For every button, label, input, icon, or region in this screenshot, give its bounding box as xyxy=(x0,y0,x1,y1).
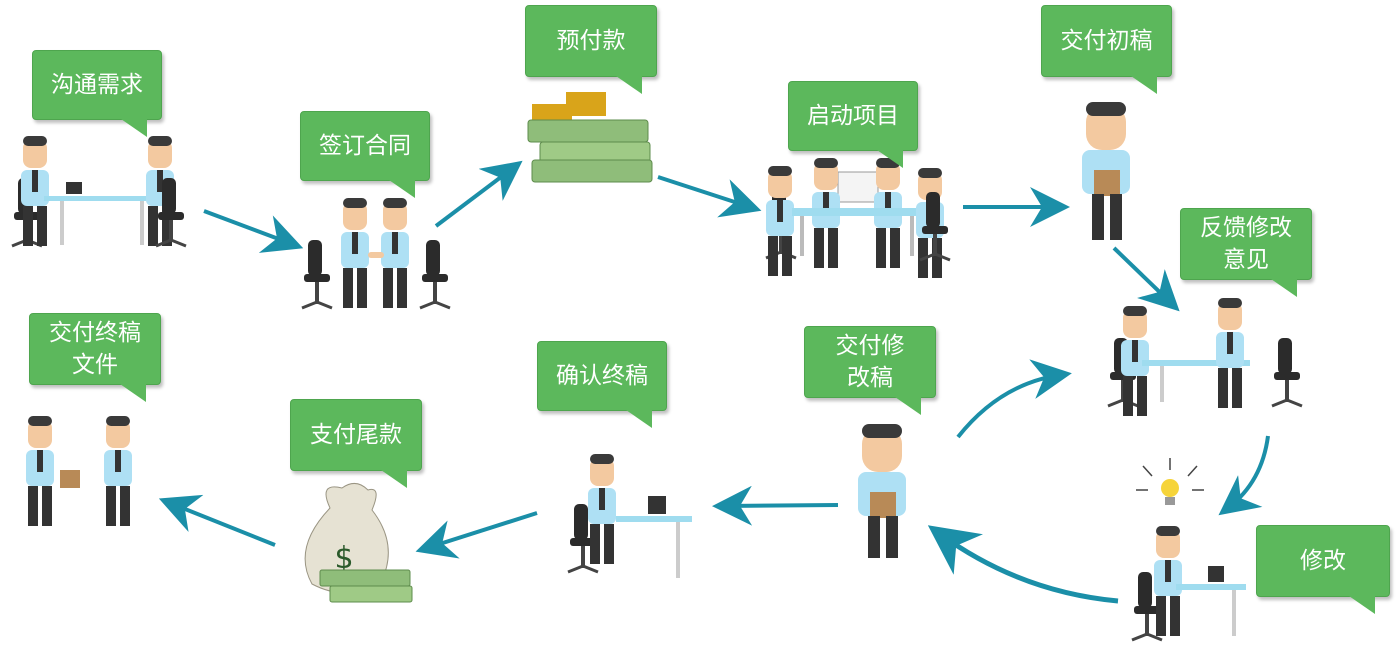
arrow-7-8 xyxy=(927,525,1119,604)
step-label: 确认终稿 xyxy=(556,363,648,389)
lightbulb-icon xyxy=(1136,458,1204,505)
arrow-9-10 xyxy=(415,511,538,559)
scene-confirm-final xyxy=(566,454,692,578)
step-label-line2: 改稿 xyxy=(847,365,893,391)
scene-first-draft-person xyxy=(1082,102,1130,240)
arrow-1-2 xyxy=(203,209,304,253)
scene-handshake xyxy=(300,198,452,310)
step-label-line1: 交付终稿 xyxy=(49,320,141,346)
step-revise: 修改 xyxy=(1256,525,1390,614)
arrow-8-6 xyxy=(956,359,1072,439)
scene-revised-draft-person xyxy=(858,424,906,558)
arrow-6-7 xyxy=(1218,435,1270,516)
money-stack-icon xyxy=(527,92,653,183)
scene-feedback xyxy=(1106,298,1304,416)
step-label: 启动项目 xyxy=(807,103,899,129)
step-label: 沟通需求 xyxy=(51,72,143,98)
arrow-3-4 xyxy=(657,175,762,218)
step-deliver-final-files: 交付终稿 文件 xyxy=(29,313,161,402)
step-label-line1: 交付修 xyxy=(835,333,905,359)
step-deliver-first-draft: 交付初稿 xyxy=(1041,5,1172,94)
step-label: 签订合同 xyxy=(319,133,411,159)
step-label: 支付尾款 xyxy=(310,422,402,448)
step-label-line1: 反馈修改 xyxy=(1200,215,1292,241)
step-deliver-revision: 交付修 改稿 xyxy=(804,326,936,415)
step-final-payment: 支付尾款 xyxy=(290,399,422,488)
step-communicate-requirements: 沟通需求 xyxy=(32,50,162,137)
step-feedback: 反馈修改 意见 xyxy=(1180,208,1312,297)
scene-revise xyxy=(1130,526,1246,642)
scene-final-handover xyxy=(26,416,132,526)
scene-communicate xyxy=(10,136,188,248)
arrow-8-9 xyxy=(712,485,839,526)
svg-text:$: $ xyxy=(334,541,353,576)
step-label: 交付初稿 xyxy=(1060,28,1153,54)
step-confirm-final: 确认终稿 xyxy=(537,341,667,428)
money-bag-icon: $ xyxy=(304,483,413,603)
step-start-project: 启动项目 xyxy=(788,81,918,168)
arrows xyxy=(158,160,1270,604)
arrow-5-6 xyxy=(1112,246,1180,312)
step-prepayment: 预付款 xyxy=(525,5,657,94)
step-label-line2: 意见 xyxy=(1223,247,1269,273)
arrow-2-3 xyxy=(434,160,523,228)
step-label: 修改 xyxy=(1300,548,1346,574)
step-label: 预付款 xyxy=(556,28,626,54)
step-label-line2: 文件 xyxy=(72,352,118,378)
step-sign-contract: 签订合同 xyxy=(300,111,430,198)
scene-kickoff-meeting xyxy=(764,158,952,278)
arrow-10-11 xyxy=(158,494,276,547)
